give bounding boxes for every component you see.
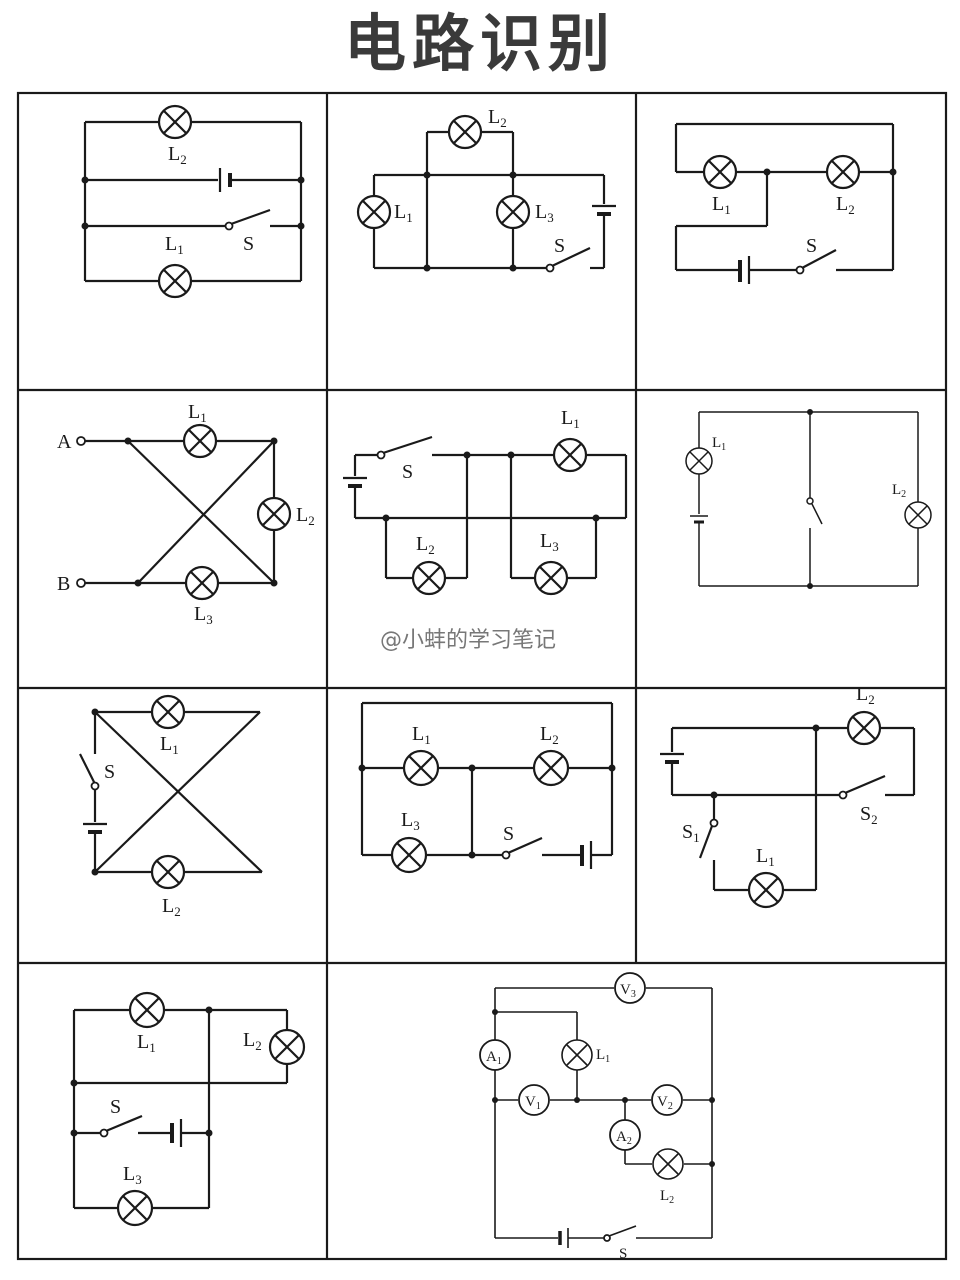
label-S: S xyxy=(619,1246,627,1262)
switch-icon xyxy=(376,450,386,460)
circuit-7: L1 S L2 xyxy=(79,694,263,919)
switch-icon xyxy=(501,850,511,860)
circuit-5: S L1 L2 L3 @小蚌的学习笔记 xyxy=(343,407,628,653)
label-L3: L3 xyxy=(123,1163,142,1187)
label-L2: L2 xyxy=(488,106,507,130)
label-L2: L2 xyxy=(836,193,855,217)
label-L2: L2 xyxy=(892,482,906,500)
label-L1: L1 xyxy=(160,733,179,757)
switch-icon xyxy=(603,1234,611,1242)
meter-V3: V3 xyxy=(620,982,636,1000)
label-L1: L1 xyxy=(412,723,431,747)
switch-icon xyxy=(224,221,234,231)
label-L3: L3 xyxy=(194,603,213,627)
switch-icon xyxy=(795,265,805,275)
label-L1: L1 xyxy=(188,401,207,425)
label-L1: L1 xyxy=(137,1031,156,1055)
label-L2: L2 xyxy=(856,683,875,707)
label-S: S xyxy=(806,235,817,257)
label-L1: L1 xyxy=(561,407,580,431)
label-L2: L2 xyxy=(296,504,315,528)
label-L2: L2 xyxy=(243,1029,262,1053)
voltmeter-icon xyxy=(651,1084,683,1116)
circuit-11: V3 A1 L1 V1 V2 A2 L2 xyxy=(479,972,715,1262)
label-S: S xyxy=(110,1096,121,1118)
label-L3: L3 xyxy=(540,530,559,554)
label-S1: S1 xyxy=(682,821,700,845)
label-L1: L1 xyxy=(596,1047,610,1065)
circuit-4: A L1 B L3 L2 xyxy=(57,401,315,627)
switch-icon xyxy=(838,790,848,800)
meter-A1: A1 xyxy=(486,1049,502,1067)
terminal-B: B xyxy=(57,573,70,595)
label-L1: L1 xyxy=(394,201,413,225)
label-L2: L2 xyxy=(540,723,559,747)
switch-icon xyxy=(806,497,814,505)
label-L1: L1 xyxy=(756,845,775,869)
switch-icon xyxy=(90,781,100,791)
label-L3: L3 xyxy=(535,201,554,225)
label-S: S xyxy=(243,233,254,255)
circuit-2: L2 L1 L3 S xyxy=(356,106,616,273)
meter-V1: V1 xyxy=(525,1094,541,1112)
circuit-9: L2 S2 S1 L1 xyxy=(660,683,916,909)
label-L1: L1 xyxy=(712,193,731,217)
voltmeter-icon xyxy=(614,972,646,1004)
switch-icon xyxy=(99,1128,109,1138)
label-L2: L2 xyxy=(168,143,187,167)
voltmeter-icon xyxy=(518,1084,550,1116)
label-S: S xyxy=(402,461,413,483)
circuit-3: L1 L2 S xyxy=(674,122,897,284)
meter-A2: A2 xyxy=(616,1129,632,1147)
label-L2: L2 xyxy=(162,895,181,919)
switch-icon xyxy=(545,263,555,273)
meter-V2: V2 xyxy=(657,1094,673,1112)
terminal-A: A xyxy=(57,431,72,453)
label-L2: L2 xyxy=(416,533,435,557)
label-L1: L1 xyxy=(165,233,184,257)
label-S: S xyxy=(104,761,115,783)
page-title: 电路识别 xyxy=(343,7,616,80)
circuit-6: L1 L2 xyxy=(685,409,932,589)
circuit-8: L1 L2 L3 S xyxy=(358,701,616,874)
label-S2: S2 xyxy=(860,803,878,827)
label-S: S xyxy=(554,235,565,257)
label-L3: L3 xyxy=(401,809,420,833)
label-L1: L1 xyxy=(712,435,726,453)
switch-icon xyxy=(709,818,719,828)
label-L2: L2 xyxy=(660,1188,674,1206)
circuit-1: L2 S L1 xyxy=(81,104,305,299)
label-S: S xyxy=(503,823,514,845)
grid-lines xyxy=(16,91,948,1261)
watermark: @小蚌的学习笔记 xyxy=(380,628,556,653)
circuit-10: L1 L2 S L3 xyxy=(70,991,306,1227)
